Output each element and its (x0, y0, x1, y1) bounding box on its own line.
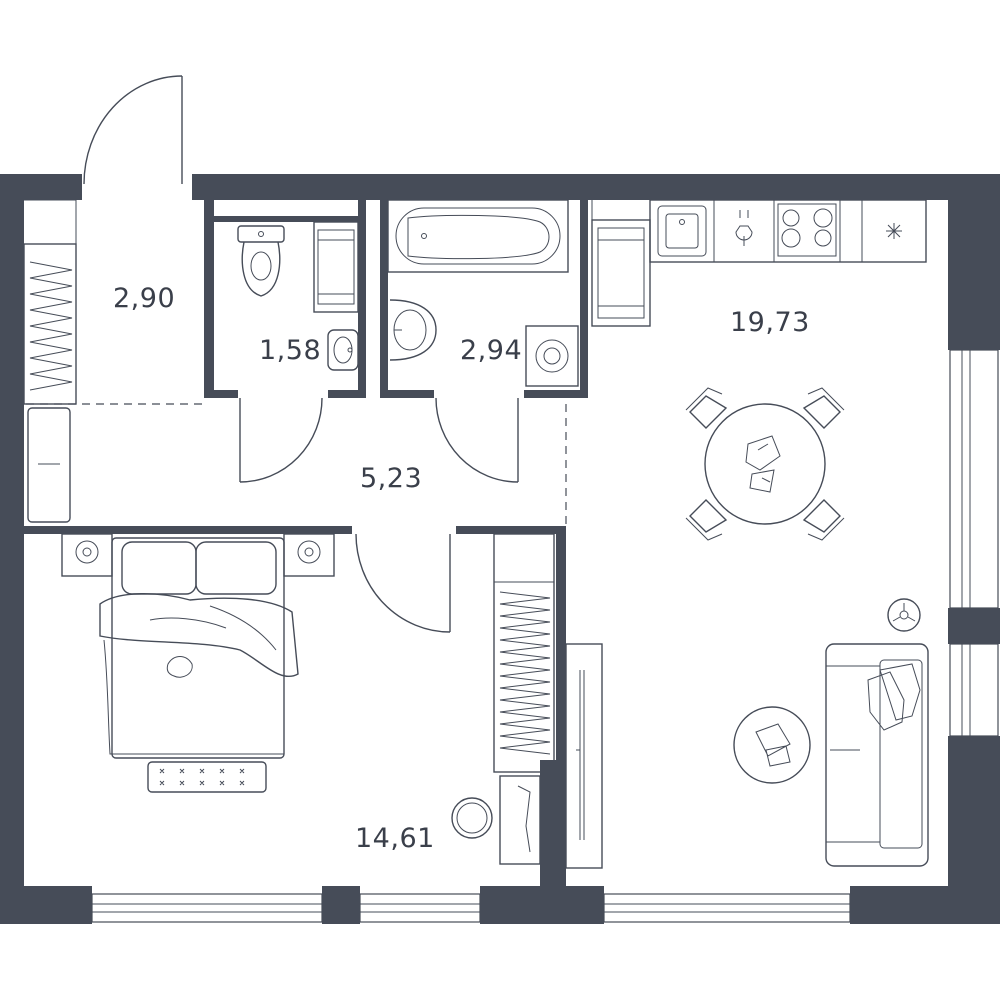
room-area-hallway: 5,23 (360, 463, 422, 494)
window-living-bottom (603, 893, 851, 923)
room-area-bedroom: 14,61 (355, 823, 435, 854)
room-area-kitchen-living: 19,73 (730, 307, 810, 338)
tv-unit (565, 643, 603, 869)
desk (499, 775, 541, 865)
room-area-bathroom: 2,94 (460, 335, 522, 366)
kitchen-shelf (591, 200, 651, 327)
kitchen-counter (649, 199, 927, 263)
window-bedroom-left (91, 893, 323, 923)
hall-wardrobe (23, 199, 77, 405)
bedroom-wardrobe (493, 533, 555, 773)
fridge-mark (886, 223, 902, 239)
toilet-shelf (313, 221, 359, 313)
window-bedroom-right (359, 893, 481, 923)
toilet-bowl (237, 225, 285, 297)
windows (91, 349, 999, 923)
room-area-wardrobe-hall: 2,90 (113, 283, 175, 314)
interior-walls (24, 196, 588, 888)
window-living-right-top (949, 349, 999, 609)
nightstand (61, 533, 113, 577)
exterior-walls (0, 174, 1000, 924)
bed (99, 537, 299, 759)
dining-chair (802, 499, 845, 541)
coffee-table (733, 706, 811, 784)
bathroom-sink (389, 299, 437, 361)
kitchen-appliance (735, 210, 753, 246)
entrance-door (83, 75, 183, 185)
bedside-rug (147, 761, 267, 793)
dining-table (704, 403, 826, 525)
nightstand (283, 533, 335, 577)
washing-machine (525, 325, 579, 387)
cooktop (777, 203, 837, 257)
bathroom-door (435, 397, 519, 483)
kitchen-sink (657, 205, 707, 257)
bathtub (387, 199, 569, 273)
sofa (825, 643, 929, 867)
hall-bench (27, 407, 71, 523)
dining-chair (685, 499, 728, 541)
toilet-door (239, 397, 323, 483)
room-area-toilet: 1,58 (259, 335, 321, 366)
window-living-right-bottom (949, 643, 999, 737)
round-stool (451, 797, 493, 839)
toilet-sink (327, 329, 359, 371)
floor-lamp (887, 598, 921, 632)
dining-chair (685, 387, 728, 429)
bedroom-door (355, 533, 451, 633)
dining-chair (802, 387, 845, 429)
